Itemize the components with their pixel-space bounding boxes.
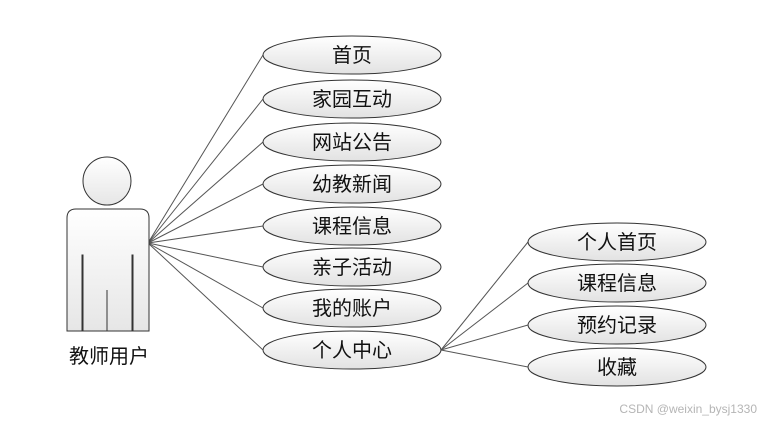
use-case-2-label: 家园互动 xyxy=(312,87,392,111)
use-case-3-label: 网站公告 xyxy=(312,130,392,154)
use-case-5-shape xyxy=(262,206,442,246)
sub-use-case-4-shape xyxy=(527,347,707,387)
use-case-5[interactable]: 课程信息 xyxy=(262,206,442,246)
use-case-4-shape xyxy=(262,164,442,204)
sub-use-case-2-label: 课程信息 xyxy=(577,271,657,295)
sub-association-line-1 xyxy=(440,241,529,351)
sub-use-case-1-shape xyxy=(527,222,707,262)
use-case-1-label: 首页 xyxy=(332,43,372,67)
sub-use-case-3[interactable]: 预约记录 xyxy=(527,305,707,345)
sub-association-line-3 xyxy=(440,324,529,351)
use-case-5-label: 课程信息 xyxy=(312,214,392,238)
use-case-1-shape xyxy=(262,35,442,75)
use-case-8-label: 个人中心 xyxy=(312,338,392,362)
association-line-4 xyxy=(147,183,264,244)
watermark: CSDN @weixin_bysj1330 xyxy=(619,402,757,416)
use-case-6-shape xyxy=(262,247,442,287)
use-case-1[interactable]: 首页 xyxy=(262,35,442,75)
sub-association-line-4 xyxy=(440,349,529,368)
sub-use-case-4[interactable]: 收藏 xyxy=(527,347,707,387)
association-line-3 xyxy=(147,141,264,244)
use-case-3[interactable]: 网站公告 xyxy=(262,122,442,162)
association-line-7 xyxy=(147,242,264,309)
association-line-6 xyxy=(147,242,264,268)
sub-use-case-3-label: 预约记录 xyxy=(577,313,657,337)
user-icon xyxy=(66,156,150,332)
use-case-7-label: 我的账户 xyxy=(312,296,392,320)
use-case-7[interactable]: 我的账户 xyxy=(262,288,442,328)
use-case-2[interactable]: 家园互动 xyxy=(262,79,442,119)
use-case-ovals: 首页家园互动网站公告幼教新闻课程信息亲子活动我的账户个人中心个人首页课程信息预约… xyxy=(262,35,707,387)
sub-use-case-2-shape xyxy=(527,263,707,303)
use-case-7-shape xyxy=(262,288,442,328)
sub-use-case-1[interactable]: 个人首页 xyxy=(527,222,707,262)
sub-use-case-1-label: 个人首页 xyxy=(577,230,657,254)
actor-label: 教师用户 xyxy=(69,344,149,368)
association-line-2 xyxy=(147,98,264,244)
use-case-8-shape xyxy=(262,330,442,370)
use-case-6-label: 亲子活动 xyxy=(312,255,392,279)
association-line-1 xyxy=(147,54,264,244)
actor-figure: 教师用户 xyxy=(66,156,150,368)
sub-use-case-4-label: 收藏 xyxy=(597,355,637,379)
use-case-4[interactable]: 幼教新闻 xyxy=(262,164,442,204)
association-line-8 xyxy=(147,242,264,351)
use-case-3-shape xyxy=(262,122,442,162)
sub-association-line-2 xyxy=(440,282,529,351)
use-case-8[interactable]: 个人中心 xyxy=(262,330,442,370)
association-lines xyxy=(147,54,529,368)
use-case-2-shape xyxy=(262,79,442,119)
use-case-6[interactable]: 亲子活动 xyxy=(262,247,442,287)
use-case-4-label: 幼教新闻 xyxy=(312,172,392,196)
association-line-5 xyxy=(147,225,264,244)
sub-use-case-3-shape xyxy=(527,305,707,345)
sub-use-case-2[interactable]: 课程信息 xyxy=(527,263,707,303)
